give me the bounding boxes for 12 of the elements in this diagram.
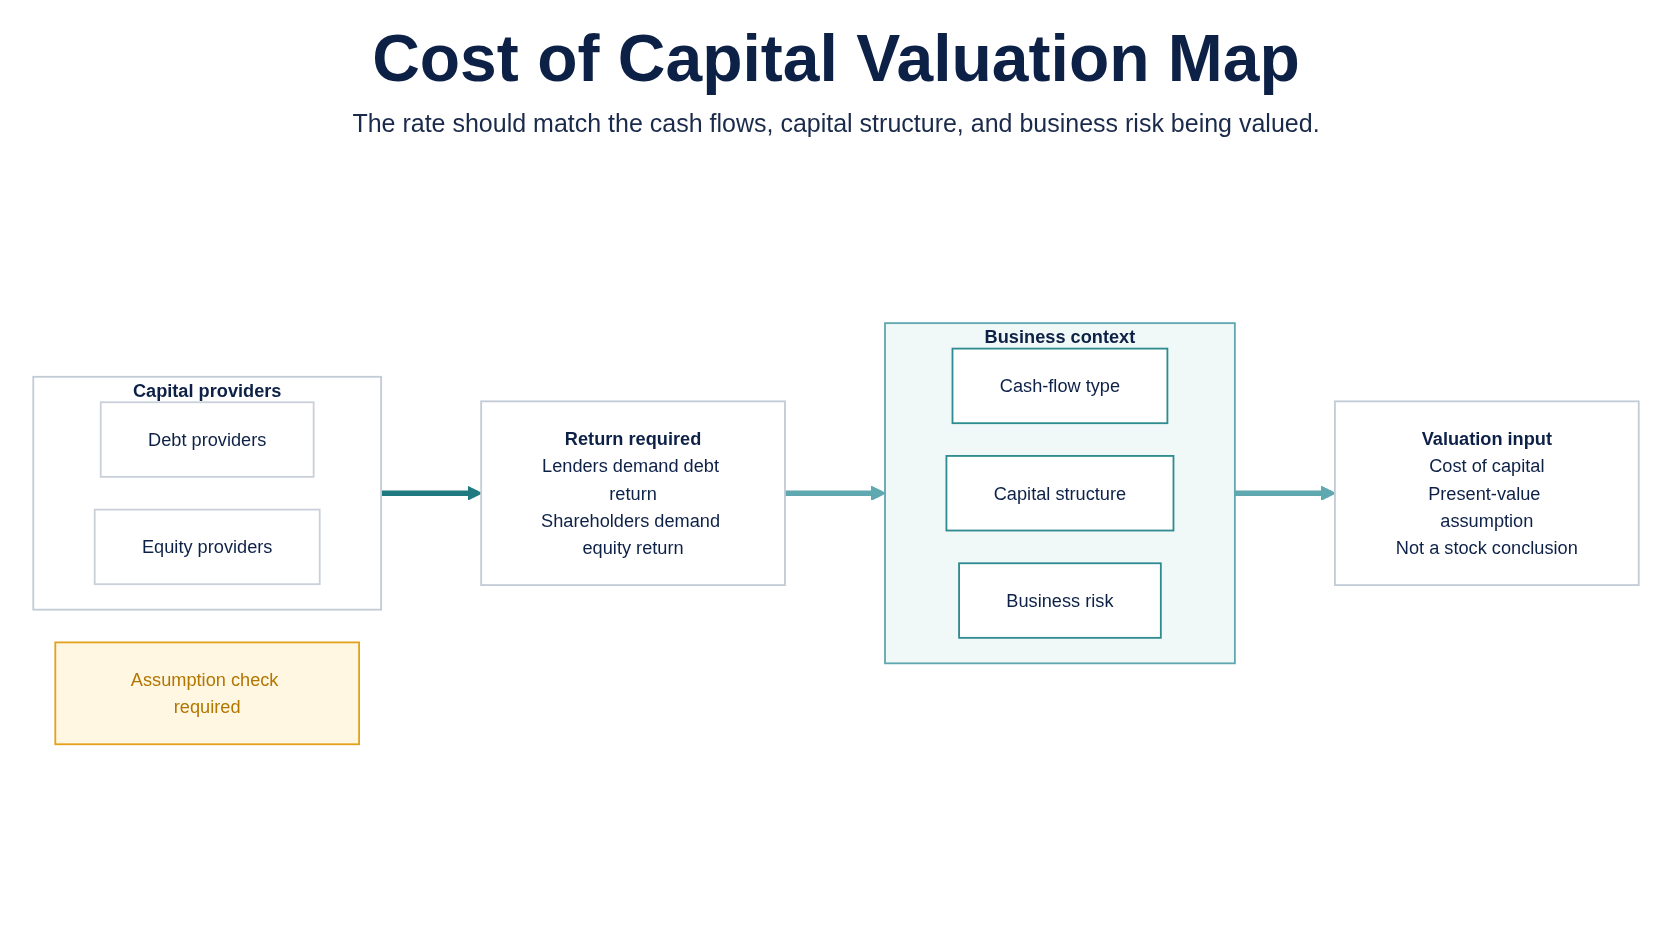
node-box: Assumption check required <box>54 641 360 745</box>
node-box: Return required Lenders demand debt return Shareholders demand equity return <box>480 400 786 586</box>
node-box: Equity providers <box>93 508 321 585</box>
arrow <box>784 485 886 501</box>
node-box: Business risk <box>958 561 1162 639</box>
node-box: Valuation input Cost of capital Present-value assumption Not a stock conclusion <box>1334 400 1640 586</box>
title: Cost of Capital Valuation Map <box>372 22 1300 95</box>
node-box: Capital structure <box>945 454 1175 531</box>
arrow <box>381 485 482 501</box>
node-box: Debt providers <box>99 400 315 478</box>
subtitle: The rate should match the cash flows, capital structure, and business risk being valued. <box>352 108 1320 138</box>
node-box: Cash-flow type <box>951 347 1169 424</box>
